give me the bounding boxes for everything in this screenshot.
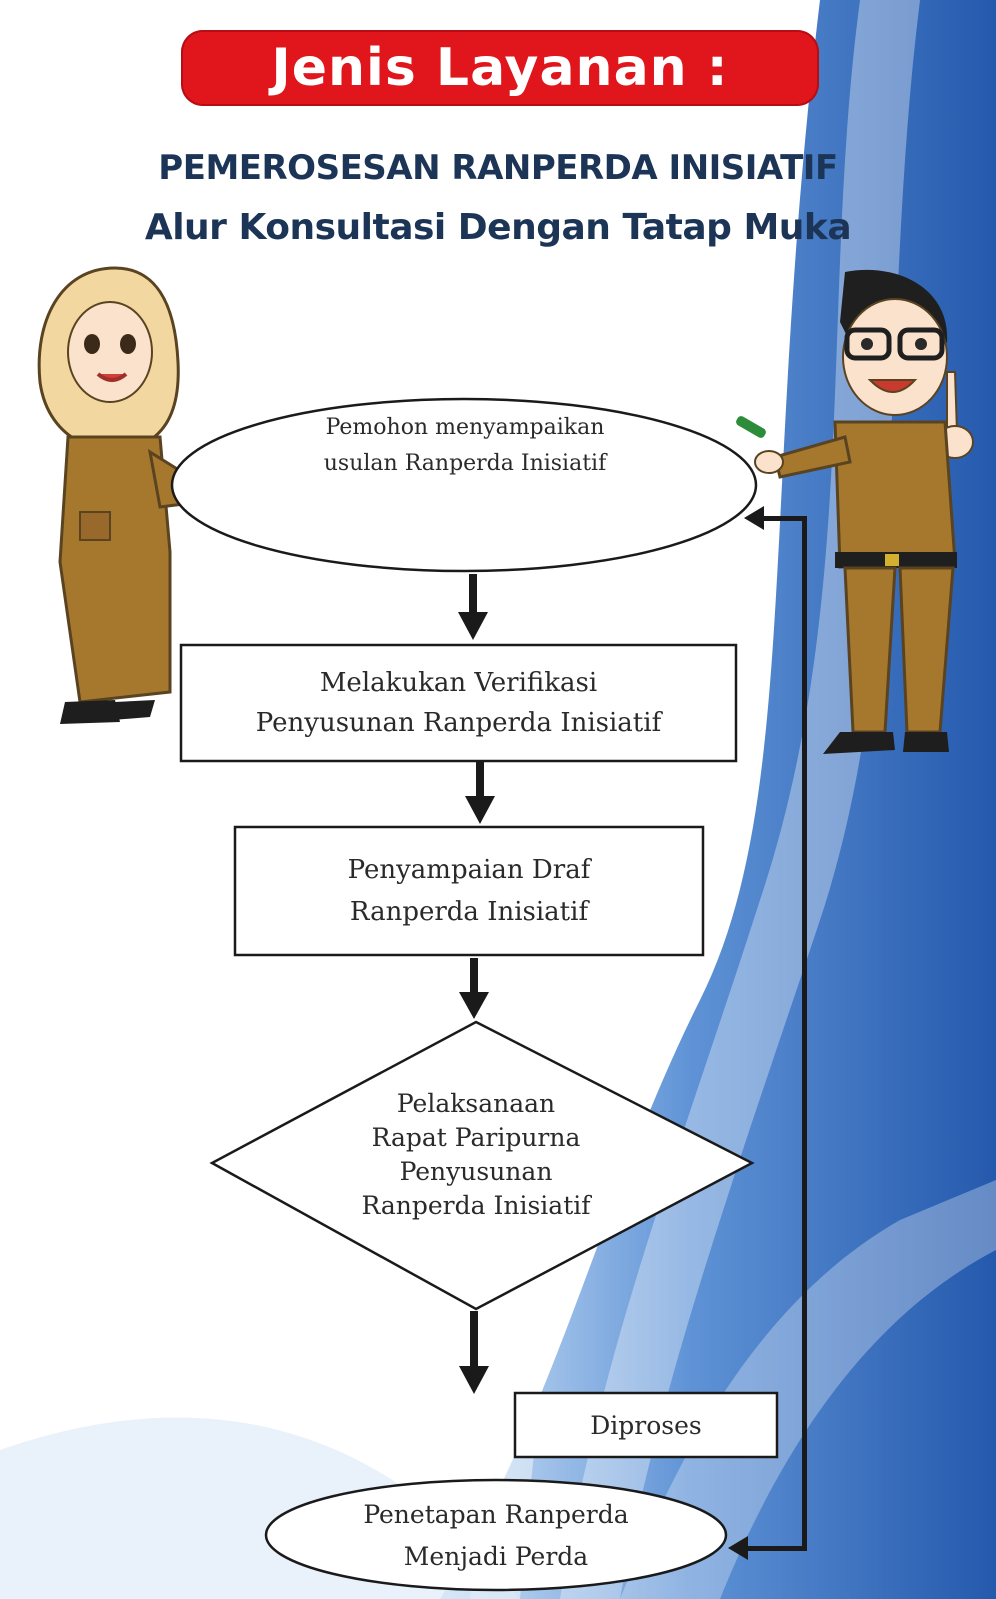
arrow-verification-to-draft	[465, 761, 495, 824]
verification-node-line2: Penyusunan Ranperda Inisiatif	[255, 708, 662, 738]
process-label-text: Diproses	[590, 1410, 702, 1440]
decision-node-line2: Rapat Paripurna	[371, 1123, 581, 1152]
draft-node-line2: Ranperda Inisiatif	[349, 897, 589, 927]
start-node: Pemohon menyampaikan usulan Ranperda Ini…	[270, 406, 660, 486]
banner-text: Jenis Layanan :	[271, 38, 729, 98]
decision-node-line3: Penyusunan	[399, 1157, 553, 1186]
service-type-banner: Jenis Layanan :	[181, 30, 819, 106]
arrow-start-to-verification	[458, 574, 488, 640]
page-subtitle: Alur Konsultasi Dengan Tatap Muka	[144, 207, 852, 248]
arrow-decision-to-end	[459, 1311, 489, 1394]
decision-node-shape	[209, 1020, 755, 1311]
end-node-line1: Penetapan Ranperda	[363, 1500, 629, 1529]
loop-back-connector	[728, 506, 807, 1560]
decision-node: Pelaksanaan Rapat Paripurna Penyusunan R…	[300, 1080, 652, 1230]
verification-node-line1: Melakukan Verifikasi	[319, 668, 598, 698]
start-node-line1: Pemohon menyampaikan	[325, 415, 605, 440]
process-label-shape	[513, 1391, 779, 1459]
verification-node-shape	[179, 643, 738, 763]
arrow-draft-to-decision	[459, 958, 489, 1019]
draft-node: Penyampaian Draf Ranperda Inisiatif	[235, 827, 703, 955]
process-label: Diproses	[515, 1393, 777, 1457]
end-node-line2: Menjadi Perda	[403, 1542, 589, 1571]
start-node-shape	[170, 397, 758, 573]
start-node-line2: usulan Ranperda Inisiatif	[323, 451, 607, 476]
draft-node-shape	[233, 825, 705, 957]
draft-node-line1: Penyampaian Draf	[347, 855, 591, 885]
end-node-shape	[264, 1478, 728, 1592]
end-node: Penetapan Ranperda Menjadi Perda	[290, 1490, 702, 1582]
verification-node: Melakukan Verifikasi Penyusunan Ranperda…	[181, 645, 736, 761]
decision-node-line1: Pelaksanaan	[396, 1089, 556, 1118]
page-title: PEMEROSESAN RANPERDA INISIATIF	[158, 148, 838, 188]
decision-node-line4: Ranperda Inisiatif	[361, 1191, 591, 1220]
male-officer-illustration	[736, 269, 974, 754]
